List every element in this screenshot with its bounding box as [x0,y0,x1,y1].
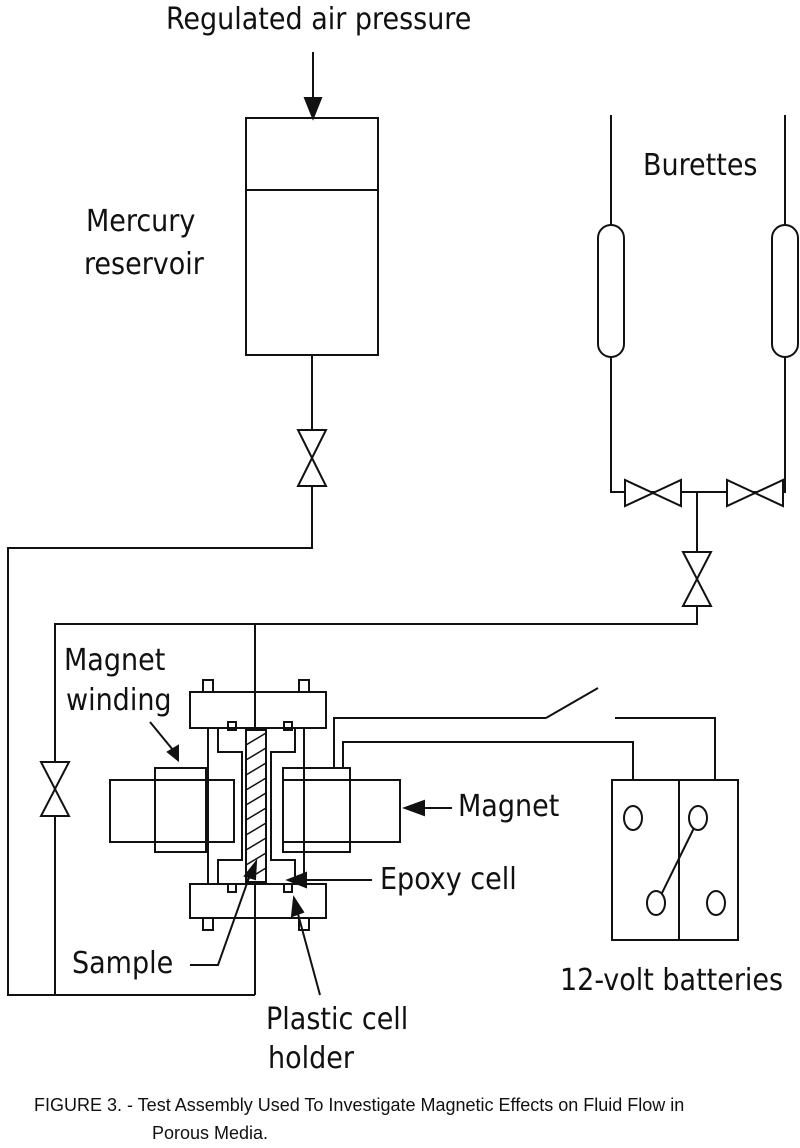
mercury-reservoir-label-line1: Mercury [86,204,196,239]
left-branch-valve [39,761,71,817]
reservoir-valve [296,429,328,487]
magnet-core-right [282,779,401,843]
battery-pack [611,779,739,941]
sample-label: Sample [72,946,174,981]
left-burette [597,224,625,358]
epoxy-cell-label: Epoxy cell [380,862,517,897]
magnet-winding-left [154,767,207,853]
mercury-reservoir-label-line2: reservoir [84,247,204,282]
battery-circuit [333,687,716,780]
sample-core [245,729,267,883]
leader-lines [149,721,452,996]
air-pressure-arrow [303,52,323,121]
magnet-core-left [109,779,235,843]
right-burette [771,224,799,358]
figure-caption-line1: FIGURE 3. - Test Assembly Used To Invest… [34,1095,685,1115]
magnet-label: Magnet [458,789,560,824]
magnet-assembly [109,767,401,853]
burettes-label: Burettes [643,148,758,183]
plastic-cell-holder-label-line1: Plastic cell [266,1002,409,1037]
plastic-cell-holder-label-line2: holder [268,1041,354,1076]
seal-rings [227,721,293,893]
magnet-winding-label-line1: Magnet [64,643,166,678]
plastic-cell-holder [189,679,327,931]
mercury-reservoir [245,117,379,356]
magnet-winding-label-line2: winding [66,683,172,718]
figure-caption-line2: Porous Media. [152,1123,269,1143]
regulated-air-pressure-label: Regulated air pressure [166,2,472,37]
batteries-label: 12-volt batteries [560,963,784,998]
